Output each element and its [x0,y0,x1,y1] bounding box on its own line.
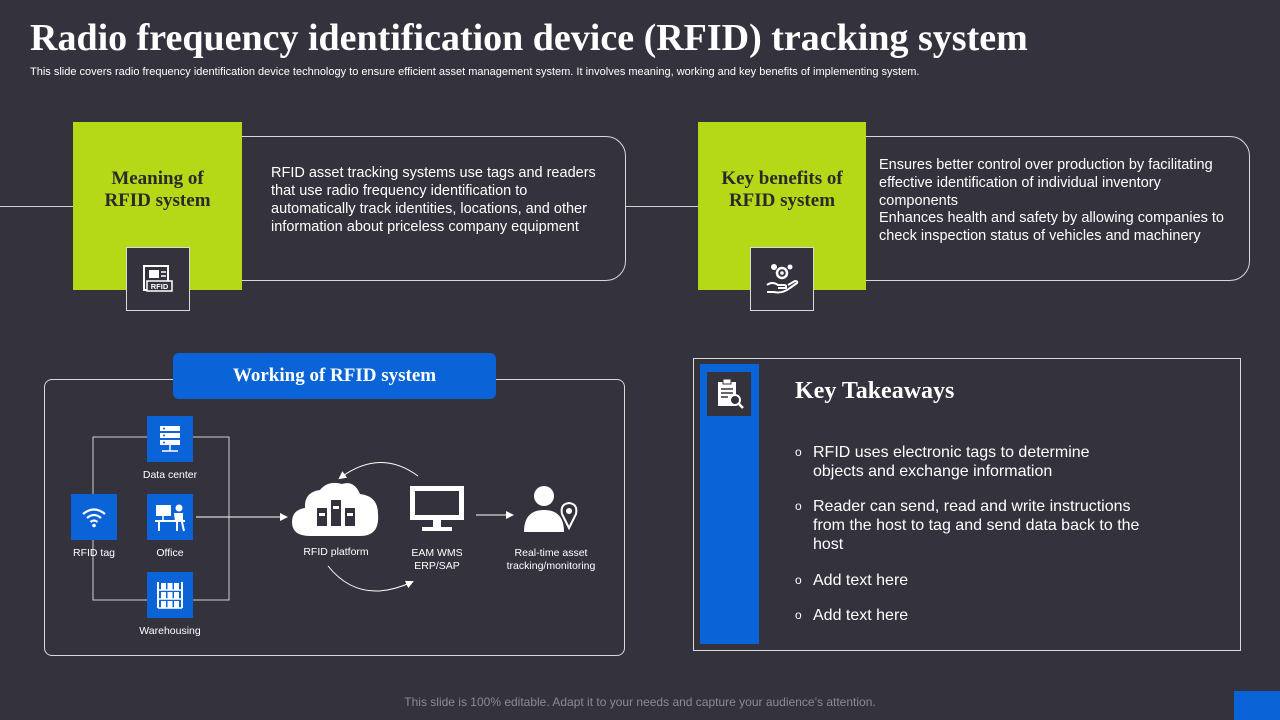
page-subtitle: This slide covers radio frequency identi… [30,66,920,78]
takeaways-icon-box [707,372,751,416]
wifi-icon [82,508,106,528]
office-worker-icon [155,504,185,532]
corner-accent [1234,691,1280,720]
monitor-icon [410,486,464,531]
benefits-item-1: Ensures better control over production b… [879,157,1213,209]
benefits-heading: Key benefits of RFID system [721,168,843,211]
takeaway-item-3: o Add text here [795,571,1145,590]
bullet-marker: o [795,573,802,587]
meaning-text: RFID asset tracking systems use tags and… [271,165,596,235]
meaning-icon-box: RFID [126,247,190,311]
meaning-heading: Meaning of RFID system [104,168,211,211]
eam-wms-label: EAM WMS [411,547,463,559]
left-connector-line [0,206,73,207]
data-center-label: Data center [142,469,198,481]
erp-sap-label: ERP/SAP [414,560,460,572]
warehousing-node [147,572,193,618]
hand-gear-icon [766,264,799,294]
warehousing-label: Warehousing [139,625,201,637]
realtime-label-1: Real-time asset [514,547,588,559]
takeaway-item-2: o Reader can send, read and write instru… [795,497,1145,554]
rfid-icon-label: RFID [151,282,169,291]
warehouse-shelves-icon [157,582,183,609]
server-icon [160,426,180,452]
middle-connector-line [625,206,698,207]
office-node [147,494,193,540]
takeaway-text: Reader can send, read and write instruct… [813,498,1140,553]
footer-note: This slide is 100% editable. Adapt it to… [404,695,876,709]
user-location-icon [524,486,578,532]
bullet-marker: o [795,608,802,622]
takeaway-text: Add text here [813,572,909,589]
clipboard-search-icon [718,378,744,409]
bullet-marker: o [795,445,802,459]
takeaway-text: Add text here [813,607,909,624]
cloud-icon [292,482,379,536]
benefits-icon-box [750,247,814,311]
lower-curved-arrow [327,565,414,592]
bullet-marker: o [795,499,802,513]
rfid-tag-node [71,494,117,540]
realtime-label-2: tracking/monitoring [506,560,596,572]
rfid-platform-label: RFID platform [303,546,369,558]
rfid-folder-icon: RFID [143,265,173,292]
office-label: Office [156,547,184,559]
source-bracket-line [193,436,230,601]
working-header: Working of RFID system [173,353,496,399]
upper-curved-arrow [338,462,419,480]
takeaway-item-1: o RFID uses electronic tags to determine… [795,443,1135,481]
working-heading: Working of RFID system [232,365,437,386]
takeaway-item-4: o Add text here [795,606,1145,625]
takeaways-title: Key Takeaways [795,378,955,404]
rfid-tag-label: RFID tag [72,547,115,559]
page-title: Radio frequency identification device (R… [30,17,1028,59]
benefits-item-2: Enhances health and safety by allowing c… [879,210,1224,244]
takeaway-text: RFID uses electronic tags to determine o… [813,444,1090,480]
data-center-node [147,416,193,462]
takeaways-frame [693,358,1241,651]
